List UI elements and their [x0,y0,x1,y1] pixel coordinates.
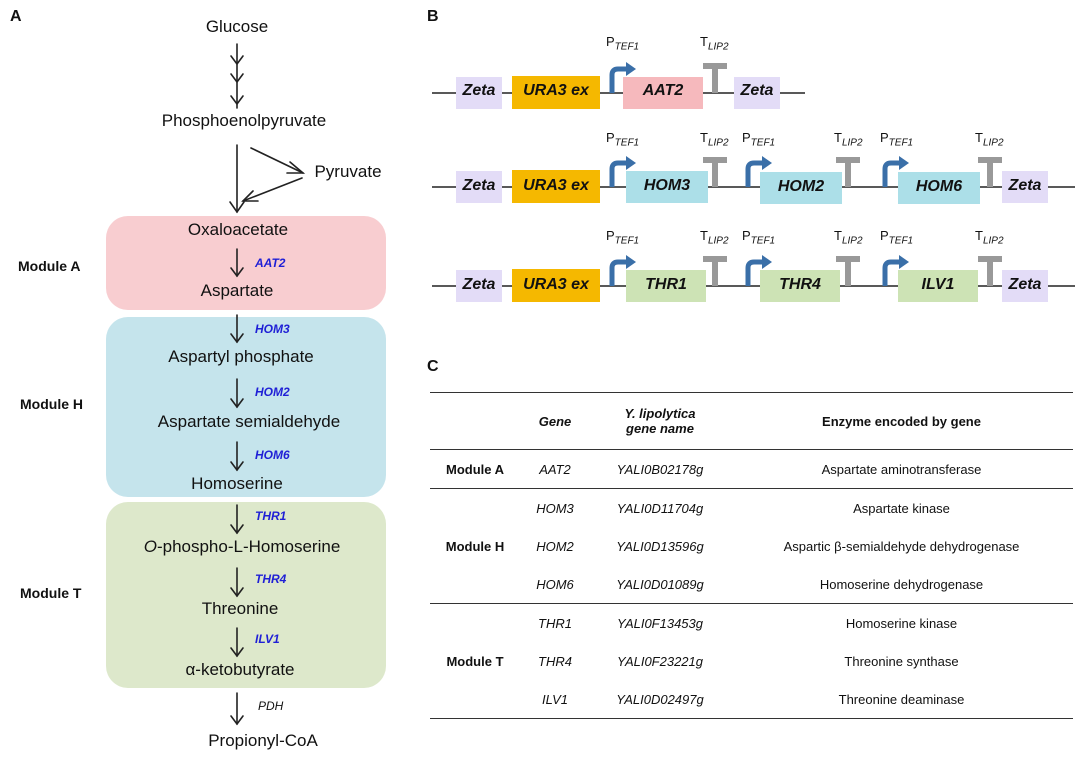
terminator-label: TLIP2 [700,130,729,149]
table-group-module-h: Module H HOM3 YALI0D11704g Aspartate kin… [430,489,1073,604]
promoter-label: PTEF1 [880,130,914,149]
terminator-label: TLIP2 [975,228,1004,247]
metabolite-pep: Phosphoenolpyruvate [161,111,327,130]
zeta-label: Zeta [462,276,496,293]
ura3-label: URA3 ex [523,82,589,99]
gene-ilv1-label: ILV1 [921,276,955,293]
gene-thr4-label: THR4 [779,276,821,293]
promoter-label: PTEF1 [606,130,640,149]
enzyme-thr4: THR4 [255,572,287,586]
promoter-label: PTEF1 [880,228,914,247]
metabolite-aspartate: Aspartate [200,281,274,300]
table-group-module-a: Module A AAT2 YALI0B02178g Aspartate ami… [430,450,1073,489]
metabolite-threonine: Threonine [201,599,279,618]
metabolite-pyruvate: Pyruvate [314,162,382,181]
module-t-label: Module T [20,585,82,601]
metabolite-propionyl-coa: Propionyl-CoA [208,731,318,750]
enzyme-hom6: HOM6 [255,448,290,462]
promoter-label: PTEF1 [742,130,776,149]
table-row: Module A AAT2 YALI0B02178g Aspartate ami… [445,461,982,477]
header-enzyme: Enzyme encoded by gene [822,413,981,429]
zeta-label: Zeta [462,177,496,194]
gene-thr1-label: THR1 [645,276,687,293]
panel-label-c: C [427,358,439,375]
promoter-label: PTEF1 [606,228,640,247]
terminator-label: TLIP2 [700,34,729,53]
module-h-label: Module H [20,396,83,412]
module-a-label: Module A [18,258,81,274]
gene-hom2-label: HOM2 [777,178,825,195]
table-row: HOM6 YALI0D01089g Homoserine dehydrogena… [536,576,984,592]
zeta-label: Zeta [740,82,774,99]
header-gene: Gene [538,413,572,429]
enzyme-aat2: AAT2 [255,256,286,270]
terminator-label: TLIP2 [834,130,863,149]
metabolite-homoserine: Homoserine [191,474,283,493]
terminator-label: TLIP2 [975,130,1004,149]
zeta-label: Zeta [1008,177,1042,194]
table-row: HOM2 YALI0D13596g Aspartic β-semialdehyd… [536,538,1020,554]
terminator-label: TLIP2 [700,228,729,247]
promoter-label: PTEF1 [606,34,640,53]
enzyme-hom2: HOM2 [255,385,290,399]
metabolite-ketobutyrate: α-ketobutyrate [185,660,295,679]
table-row: ILV1 YALI0D02497g Threonine deaminase [541,691,965,707]
metabolite-oxaloacetate: Oxaloacetate [187,220,289,239]
zeta-label: Zeta [462,82,496,99]
metabolite-ophs-rest: -phospho-L-Homoserine [156,537,341,556]
module-a-box [106,216,386,310]
ura3-label: URA3 ex [523,177,589,194]
enzyme-pdh: PDH [258,699,284,713]
ura3-label: URA3 ex [523,276,589,293]
gene-hom6-label: HOM6 [915,178,963,195]
gene-table: Gene Y. lipolytica gene name Enzyme enco… [430,392,1073,719]
metabolite-o-phospho-l-homoserine: O-phospho-L-Homoserine [144,537,341,557]
enzyme-thr1: THR1 [255,509,287,523]
metabolite-ophs-prefix: O [143,537,157,556]
header-yl-gene-name: Y. lipolytica gene name [624,406,696,436]
module-t-box [106,502,386,688]
gene-hom3-label: HOM3 [643,177,691,194]
module-h-box [106,317,386,497]
zeta-label: Zeta [1008,276,1042,293]
promoter-label: PTEF1 [742,228,776,247]
enzyme-ilv1: ILV1 [255,632,280,646]
table-group-module-t: Module T THR1 YALI0F13453g Homoserine ki… [430,604,1073,719]
metabolite-aspartyl-phosphate: Aspartyl phosphate [168,347,314,366]
metabolite-aspartate-semialdehyde: Aspartate semialdehyde [157,412,341,431]
metabolite-glucose: Glucose [205,17,269,36]
panel-label-a: A [10,8,22,25]
table-row: THR4 YALI0F23221g Threonine synthase [538,653,959,669]
terminator-label: TLIP2 [834,228,863,247]
table-header-row: Gene Y. lipolytica gene name Enzyme enco… [430,392,1073,450]
enzyme-hom3: HOM3 [255,322,290,336]
gene-aat2-label: AAT2 [642,82,684,99]
panel-label-b: B [427,8,439,25]
table-row: Module H HOM3 YALI0D11704g Aspartate kin… [445,500,950,554]
table-row: Module T THR1 YALI0F13453g Homoserine ki… [446,615,958,669]
